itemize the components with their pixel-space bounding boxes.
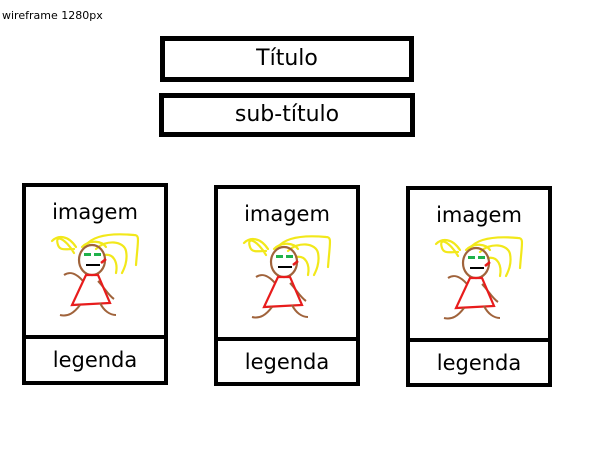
card-image-label: imagem: [52, 200, 138, 224]
card: imagem: [406, 186, 552, 387]
card: imagem: [214, 185, 360, 386]
subtitle-box: sub-título: [159, 93, 415, 137]
girl-drawing-image: [430, 232, 530, 328]
card-image-label: imagem: [244, 202, 330, 226]
card-caption: legenda: [52, 348, 138, 372]
girl-drawing-image: [46, 229, 146, 325]
card-image-area: imagem: [26, 187, 164, 339]
page-title: Título: [256, 46, 318, 71]
card-caption: legenda: [436, 351, 522, 375]
girl-drawing-image: [238, 231, 338, 327]
card-image-area: imagem: [410, 190, 548, 342]
title-box: Título: [160, 36, 414, 82]
page-subtitle: sub-título: [234, 102, 340, 127]
wireframe-label: wireframe 1280px: [2, 9, 103, 22]
card-image-label: imagem: [436, 203, 522, 227]
card: imagem: [22, 183, 168, 385]
card-caption: legenda: [244, 350, 330, 374]
card-image-area: imagem: [218, 189, 356, 341]
